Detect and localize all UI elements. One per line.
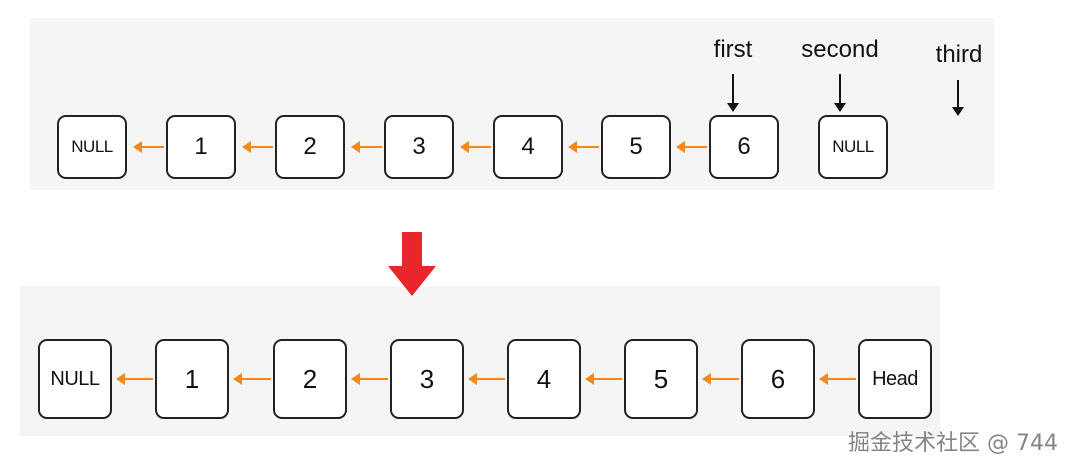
pointer-third-label: third (935, 41, 983, 68)
before-link-arrow (242, 141, 273, 153)
after-node-5: 5 (624, 339, 698, 419)
before-link-arrow (568, 141, 599, 153)
before-link-arrow (460, 141, 491, 153)
pointer-third-arrow-icon (952, 80, 964, 116)
after-link-arrow (116, 373, 153, 385)
before-node-5: 5 (601, 115, 671, 179)
pointer-second-arrow-icon (834, 74, 846, 112)
before-link-arrow (133, 141, 164, 153)
after-node-2: 2 (273, 339, 347, 419)
before-node-null-right: NULL (818, 115, 888, 179)
after-node-1: 1 (155, 339, 229, 419)
watermark: 掘金技术社区 @ 744 (848, 431, 1058, 456)
after-node-3: 3 (390, 339, 464, 419)
transition-down-arrow-icon (388, 232, 436, 296)
before-node-null-left: NULL (57, 115, 127, 179)
before-link-arrow (676, 141, 707, 153)
pointer-first-label: first (713, 36, 753, 63)
after-node-null: NULL (38, 339, 112, 419)
after-link-arrow (351, 373, 388, 385)
before-node-2: 2 (275, 115, 345, 179)
pointer-second-label: second (801, 36, 879, 63)
after-node-4: 4 (507, 339, 581, 419)
before-node-4: 4 (493, 115, 563, 179)
after-link-arrow (702, 373, 739, 385)
before-node-1: 1 (166, 115, 236, 179)
after-link-arrow (468, 373, 505, 385)
after-node-head: Head (858, 339, 932, 419)
after-link-arrow (585, 373, 622, 385)
pointer-first-arrow-icon (727, 74, 739, 112)
after-node-6: 6 (741, 339, 815, 419)
after-link-arrow (819, 373, 856, 385)
before-link-arrow (351, 141, 382, 153)
after-link-arrow (233, 373, 271, 385)
before-node-3: 3 (384, 115, 454, 179)
before-node-6: 6 (709, 115, 779, 179)
